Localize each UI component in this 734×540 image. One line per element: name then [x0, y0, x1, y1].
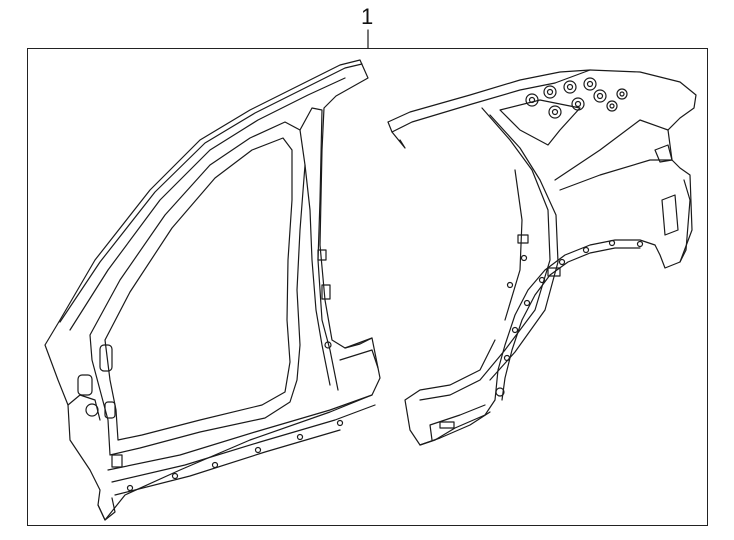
arch-hole: [558, 258, 566, 266]
quarter-window-frame: [499, 99, 581, 146]
weld-nut: [583, 77, 597, 91]
diagram-frame: [27, 48, 708, 526]
arch-hole: [523, 299, 531, 307]
dogleg-slot: [439, 421, 455, 429]
arch-bracket: [547, 267, 561, 277]
arch-hole: [608, 239, 616, 247]
weld-nut: [616, 88, 628, 100]
weld-nut: [593, 89, 607, 103]
rocker-hole: [126, 484, 134, 492]
arch-hole: [582, 246, 590, 254]
front-body-side-panel: [44, 59, 381, 521]
arch-hole: [636, 240, 644, 248]
c-pillar-slot: [517, 234, 529, 244]
a-pillar-hole: [85, 403, 99, 417]
weld-nut: [606, 100, 618, 112]
hinge-pocket: [77, 374, 93, 396]
weld-nut: [548, 105, 562, 119]
lamp-pocket: [654, 144, 673, 163]
a-pillar-slot: [104, 401, 116, 419]
rocker-hole: [211, 461, 219, 469]
weld-nut: [571, 97, 585, 111]
hinge-pocket: [99, 344, 113, 372]
rocker-hole: [336, 419, 344, 427]
b-pillar-hole: [324, 341, 332, 349]
arch-hole: [511, 326, 519, 334]
part-callout-number: 1: [361, 4, 374, 29]
arch-hole: [495, 387, 505, 397]
c-pillar-hole: [520, 254, 528, 262]
b-pillar-slot: [321, 284, 331, 300]
weld-nut: [543, 85, 557, 99]
rocker-hole: [171, 472, 179, 480]
a-pillar-slot: [111, 454, 123, 468]
arch-hole: [503, 354, 511, 362]
rocker-hole: [254, 446, 262, 454]
b-pillar-slot: [317, 249, 327, 261]
rear-quarter-panel: [387, 69, 697, 446]
tail-pocket: [661, 194, 679, 236]
arch-hole: [538, 276, 546, 284]
roof-rail-weld-nuts: [525, 77, 628, 119]
weld-nut: [525, 93, 539, 107]
weld-nut: [563, 80, 577, 94]
c-pillar-hole: [506, 281, 514, 289]
rocker-hole: [296, 433, 304, 441]
